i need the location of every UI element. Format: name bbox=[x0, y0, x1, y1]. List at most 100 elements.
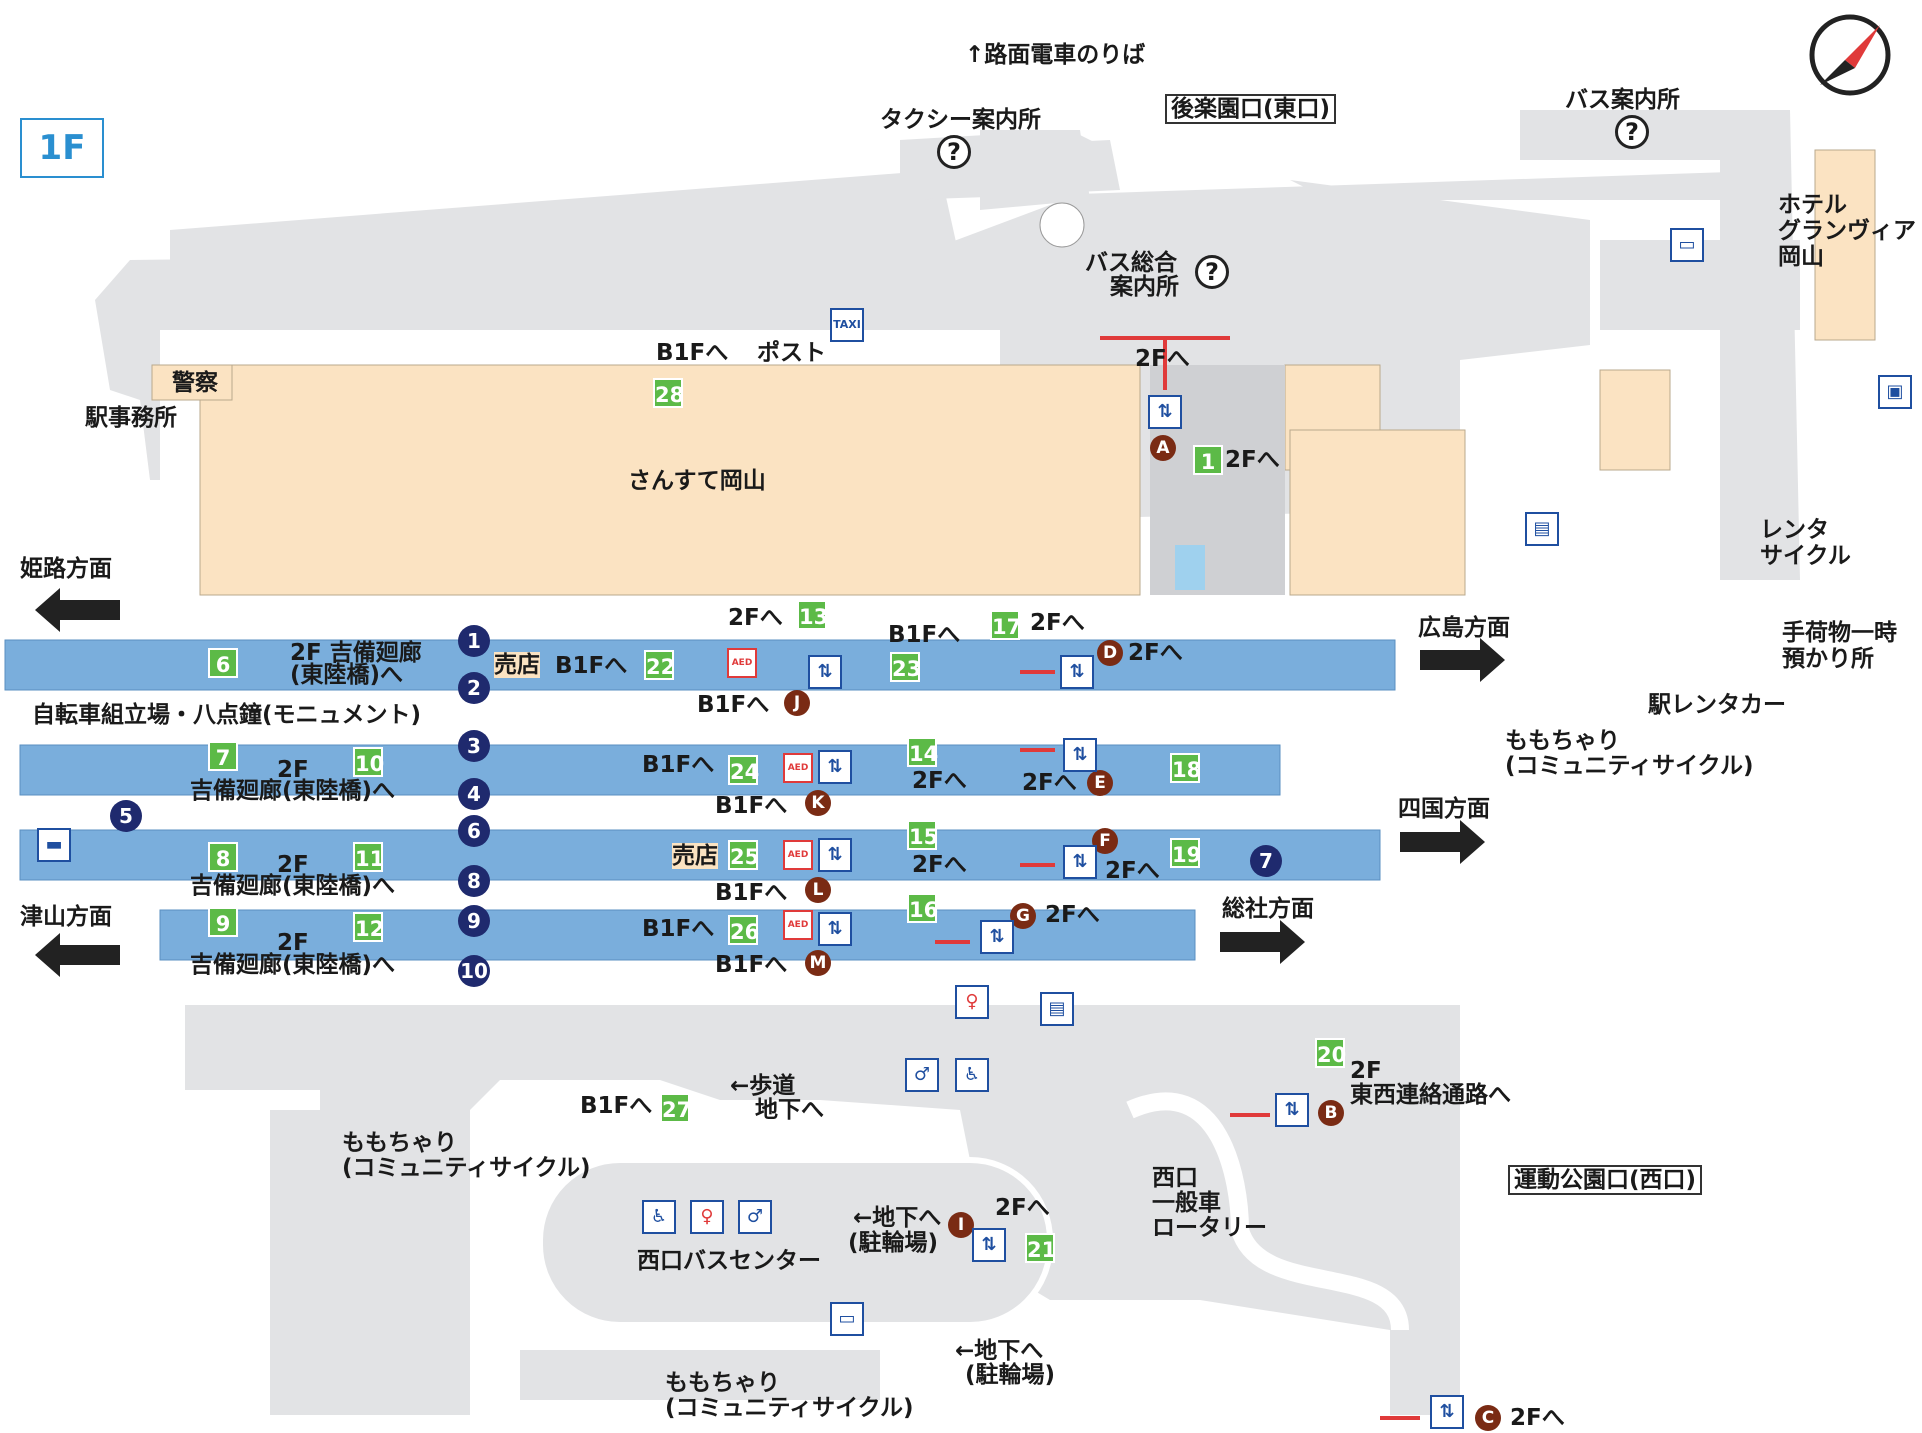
bus-center-info-icon: ? bbox=[1195, 255, 1229, 289]
to-2f-1-label: 2Fへ bbox=[1225, 447, 1280, 473]
exit-number-24: 24 bbox=[728, 755, 759, 785]
exit-number-6: 6 bbox=[208, 648, 238, 678]
corridor-label-row4: 吉備廻廊(東陸橋)へ bbox=[190, 952, 396, 978]
row1-2f-sub-label: (東陸橋)へ bbox=[290, 662, 404, 688]
to-2f-14-label: 2Fへ bbox=[912, 768, 967, 794]
b1f-label-24: B1Fへ bbox=[642, 752, 715, 778]
exit-number-22: 22 bbox=[644, 650, 675, 680]
platform-5: 5 bbox=[110, 800, 142, 832]
elevator-b: B bbox=[1318, 1100, 1344, 1126]
taxi-info-icon: ? bbox=[937, 135, 971, 169]
bus-center-info-label-1: バス総合 bbox=[1085, 250, 1177, 276]
shikoku-direction: 四国方面 bbox=[1398, 796, 1490, 822]
aed-icon: AED bbox=[783, 840, 813, 870]
momochari-a-label-1: ももちゃり bbox=[342, 1130, 457, 1156]
exit-number-8: 8 bbox=[208, 842, 238, 872]
elevator-icon: ⇅ bbox=[808, 655, 842, 689]
b1f-m-label: B1Fへ bbox=[715, 952, 788, 978]
elevator-j: J bbox=[784, 690, 810, 716]
b1f-label-28: B1Fへ bbox=[656, 340, 729, 366]
elevator-i: I bbox=[948, 1212, 974, 1238]
elevator-k: K bbox=[805, 790, 831, 816]
exit-number-16: 16 bbox=[907, 893, 938, 923]
rental-cycle-label-2: サイクル bbox=[1760, 543, 1851, 569]
elevator-icon: ⇅ bbox=[818, 750, 852, 784]
tram-label: ↑路面電車のりば bbox=[965, 42, 1146, 68]
2f-label-row3: 2F bbox=[277, 852, 309, 878]
b1f-j-label: B1Fへ bbox=[697, 692, 770, 718]
rotary-label-2: 一般車 bbox=[1152, 1190, 1221, 1216]
himeji-direction: 姫路方面 bbox=[20, 556, 112, 582]
exit-number-13: 13 bbox=[797, 600, 828, 630]
floor-badge: 1F bbox=[20, 118, 104, 178]
2f-label-row4: 2F bbox=[277, 930, 309, 956]
momochari-label-2: (コミュニティサイクル) bbox=[1505, 753, 1754, 779]
accessible-restroom-icon: ♿ bbox=[642, 1200, 676, 1234]
b1f-label-26: B1Fへ bbox=[642, 916, 715, 942]
elevator-d: D bbox=[1097, 640, 1123, 666]
post-label: ポスト bbox=[757, 340, 826, 366]
police-label: 警察 bbox=[172, 370, 218, 396]
mens-restroom-icon: ♂ bbox=[905, 1058, 939, 1092]
momochari-a-label-2: (コミュニティサイクル) bbox=[342, 1155, 591, 1181]
aed-icon: AED bbox=[727, 648, 757, 678]
to-2f-d-label: 2Fへ bbox=[1128, 640, 1183, 666]
exit-number-10: 10 bbox=[353, 747, 384, 777]
corridor-label-row3: 吉備廻廊(東陸橋)へ bbox=[190, 873, 396, 899]
elevator-a: A bbox=[1150, 435, 1176, 461]
underground-label-2: ←地下へ bbox=[955, 1338, 1044, 1364]
momochari-b-label-2: (コミュニティサイクル) bbox=[665, 1395, 914, 1421]
walkway-label-2: 地下へ bbox=[755, 1097, 824, 1123]
parking-label-1: (駐輪場) bbox=[848, 1230, 939, 1256]
womens-restroom-icon: ♀ bbox=[955, 985, 989, 1019]
column bbox=[1039, 202, 1085, 248]
platform-8: 8 bbox=[458, 865, 490, 897]
exit-number-20: 20 bbox=[1315, 1038, 1346, 1068]
exit-number-9: 9 bbox=[208, 907, 238, 937]
exit-number-12: 12 bbox=[353, 912, 384, 942]
coin-locker-icon: ▤ bbox=[1040, 992, 1074, 1026]
womens-restroom-icon: ♀ bbox=[690, 1200, 724, 1234]
hotel-label-1: ホテル bbox=[1778, 192, 1847, 218]
platform-10: 10 bbox=[458, 955, 490, 987]
bike-monument-label: 自転車組立場・八点鐘(モニュメント) bbox=[32, 702, 422, 728]
soja-direction: 総社方面 bbox=[1222, 896, 1314, 922]
hotel-label-2: グランヴィア bbox=[1778, 218, 1916, 244]
west-exit-label: 運動公園口(西口) bbox=[1508, 1165, 1703, 1196]
exit-number-19: 19 bbox=[1170, 838, 1201, 868]
platform-7: 7 bbox=[1250, 845, 1282, 877]
direction-arrows bbox=[35, 588, 1505, 977]
elevator-icon: ⇅ bbox=[1063, 845, 1097, 879]
elevator-l: L bbox=[805, 877, 831, 903]
exit-number-23: 23 bbox=[890, 652, 921, 682]
elevator-e: E bbox=[1087, 770, 1113, 796]
elevator-g: G bbox=[1010, 903, 1036, 929]
exit-number-15: 15 bbox=[907, 820, 938, 850]
bus-center-info-label-2: 案内所 bbox=[1110, 274, 1179, 300]
elevator-icon: ⇅ bbox=[1430, 1395, 1464, 1429]
2f-label-row2: 2F bbox=[277, 757, 309, 783]
rental-cycle-label-1: レンタ bbox=[1760, 517, 1829, 543]
exit-number-21: 21 bbox=[1025, 1233, 1056, 1263]
corridor-label-row2: 吉備廻廊(東陸橋)へ bbox=[190, 778, 396, 804]
hotel-label-3: 岡山 bbox=[1778, 244, 1824, 270]
compass-icon bbox=[1809, 14, 1891, 96]
elevator-icon: ⇅ bbox=[1148, 395, 1182, 429]
rotary-label-3: ロータリー bbox=[1152, 1215, 1267, 1241]
mens-restroom-icon: ♂ bbox=[738, 1200, 772, 1234]
accessible-restroom-icon: ♿ bbox=[955, 1058, 989, 1092]
b1f-27-label: B1Fへ bbox=[580, 1093, 653, 1119]
hiroshima-direction: 広島方面 bbox=[1418, 615, 1510, 641]
b1f-l-label: B1Fへ bbox=[715, 880, 788, 906]
elevator-icon: ⇅ bbox=[818, 912, 852, 946]
car-rental-label: 駅レンタカー bbox=[1648, 692, 1786, 718]
shop-label-2: 売店 bbox=[672, 843, 718, 870]
smoking-area-icon: ▬ bbox=[37, 828, 71, 862]
exit-number-26: 26 bbox=[728, 915, 759, 945]
elevator-f: F bbox=[1092, 828, 1118, 854]
glass-door bbox=[1175, 545, 1205, 590]
to-2f-17-label: 2Fへ bbox=[1030, 610, 1085, 636]
platform-3: 3 bbox=[458, 730, 490, 762]
to-2f-19-label: 2Fへ bbox=[1105, 858, 1160, 884]
elevator-icon: ⇅ bbox=[1060, 655, 1094, 689]
